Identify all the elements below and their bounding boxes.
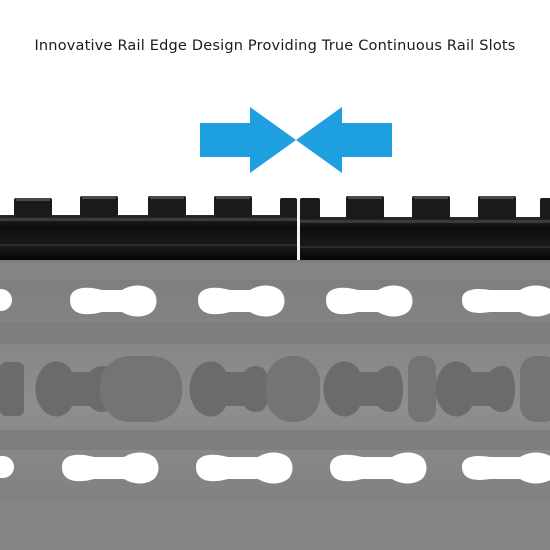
rail-seam	[297, 198, 300, 260]
right-arrow-icon	[296, 107, 392, 173]
lower-slot-row	[0, 452, 550, 484]
middle-pocket-row	[0, 356, 550, 422]
rail-left-segment	[0, 196, 297, 260]
caption: Innovative Rail Edge Design Providing Tr…	[34, 38, 516, 54]
rail-right-segment	[300, 196, 550, 260]
handguard	[0, 260, 550, 550]
left-arrow-icon	[200, 107, 296, 173]
upper-slot-row	[0, 285, 550, 317]
